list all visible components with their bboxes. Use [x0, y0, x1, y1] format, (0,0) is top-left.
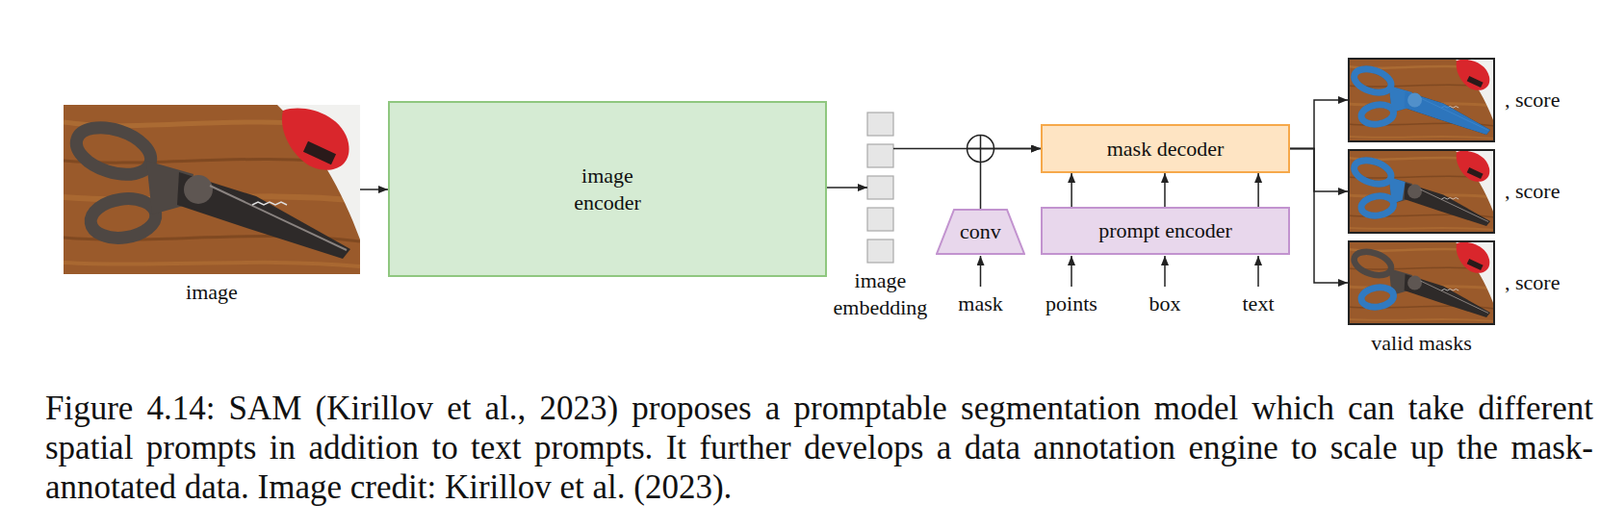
output-photo — [1347, 57, 1496, 143]
node-label: image encoder — [559, 162, 656, 216]
node-label: mask decoder — [1107, 135, 1225, 163]
flow-arrow — [1070, 173, 1073, 207]
embedding-stack: image embedding — [867, 112, 894, 263]
decoder-box: mask decoder — [1040, 124, 1291, 174]
input-label: points — [1045, 290, 1098, 318]
flow-arrow — [1257, 173, 1260, 207]
node-label: conv — [959, 218, 1002, 246]
mask-group: valid masks, score, score, score — [1347, 57, 1496, 326]
node-label: valid masks — [1347, 330, 1496, 358]
node-label: , score — [1504, 178, 1560, 206]
input-arrow — [980, 256, 982, 287]
label-anchor: text — [1242, 290, 1275, 318]
mask-image: , score — [1347, 149, 1496, 234]
input-photo — [63, 104, 361, 275]
node-label: , score — [1504, 86, 1560, 114]
input-image: image — [63, 104, 361, 275]
caption-anchor: Figure 4.14: SAM (Kirillov et al., 2023)… — [45, 388, 1594, 508]
input-label: text — [1242, 290, 1275, 318]
flow-arrow — [1290, 149, 1348, 284]
prompt-encoder-box: prompt encoder — [1040, 206, 1291, 256]
node-label: prompt encoder — [1098, 217, 1233, 245]
encoder-box: image encoder — [387, 101, 827, 278]
flow-arrow — [1290, 149, 1348, 193]
mask-image: , score — [1347, 240, 1496, 326]
trapezoid-shape — [936, 209, 1025, 255]
flow-arrow — [1163, 173, 1166, 207]
input-arrow — [1257, 256, 1260, 287]
mask-overlay — [1351, 155, 1406, 218]
label-anchor: points — [1045, 290, 1098, 318]
mask-image: , score — [1347, 57, 1496, 143]
embedding-cell — [867, 207, 894, 232]
flow-arrow — [360, 188, 388, 191]
input-arrow — [1070, 256, 1073, 287]
output-photo — [1347, 149, 1496, 234]
mask-overlay — [1351, 64, 1491, 135]
label-anchor: mask — [957, 290, 1003, 318]
flow-arrow — [826, 186, 868, 189]
flow-arrow — [980, 149, 1042, 210]
input-label: mask — [957, 290, 1003, 318]
embedding-cell — [867, 239, 894, 263]
input-label: box — [1149, 290, 1182, 318]
embedding-cell — [867, 112, 894, 136]
label-anchor: box — [1149, 290, 1182, 318]
sum-stroke — [980, 135, 982, 150]
figure-caption: Figure 4.14: SAM (Kirillov et al., 2023)… — [45, 388, 1594, 508]
embedding-cell — [867, 144, 894, 168]
embedding-cell — [867, 176, 894, 200]
node-label: image embedding — [823, 267, 939, 321]
node-label: , score — [1504, 269, 1560, 297]
flow-arrow — [1290, 100, 1348, 150]
output-photo — [1347, 240, 1496, 326]
conv-trapezoid: conv — [935, 208, 1026, 256]
node-label: image — [63, 279, 361, 307]
mask-overlay — [1360, 285, 1395, 310]
input-arrow — [1163, 256, 1166, 287]
